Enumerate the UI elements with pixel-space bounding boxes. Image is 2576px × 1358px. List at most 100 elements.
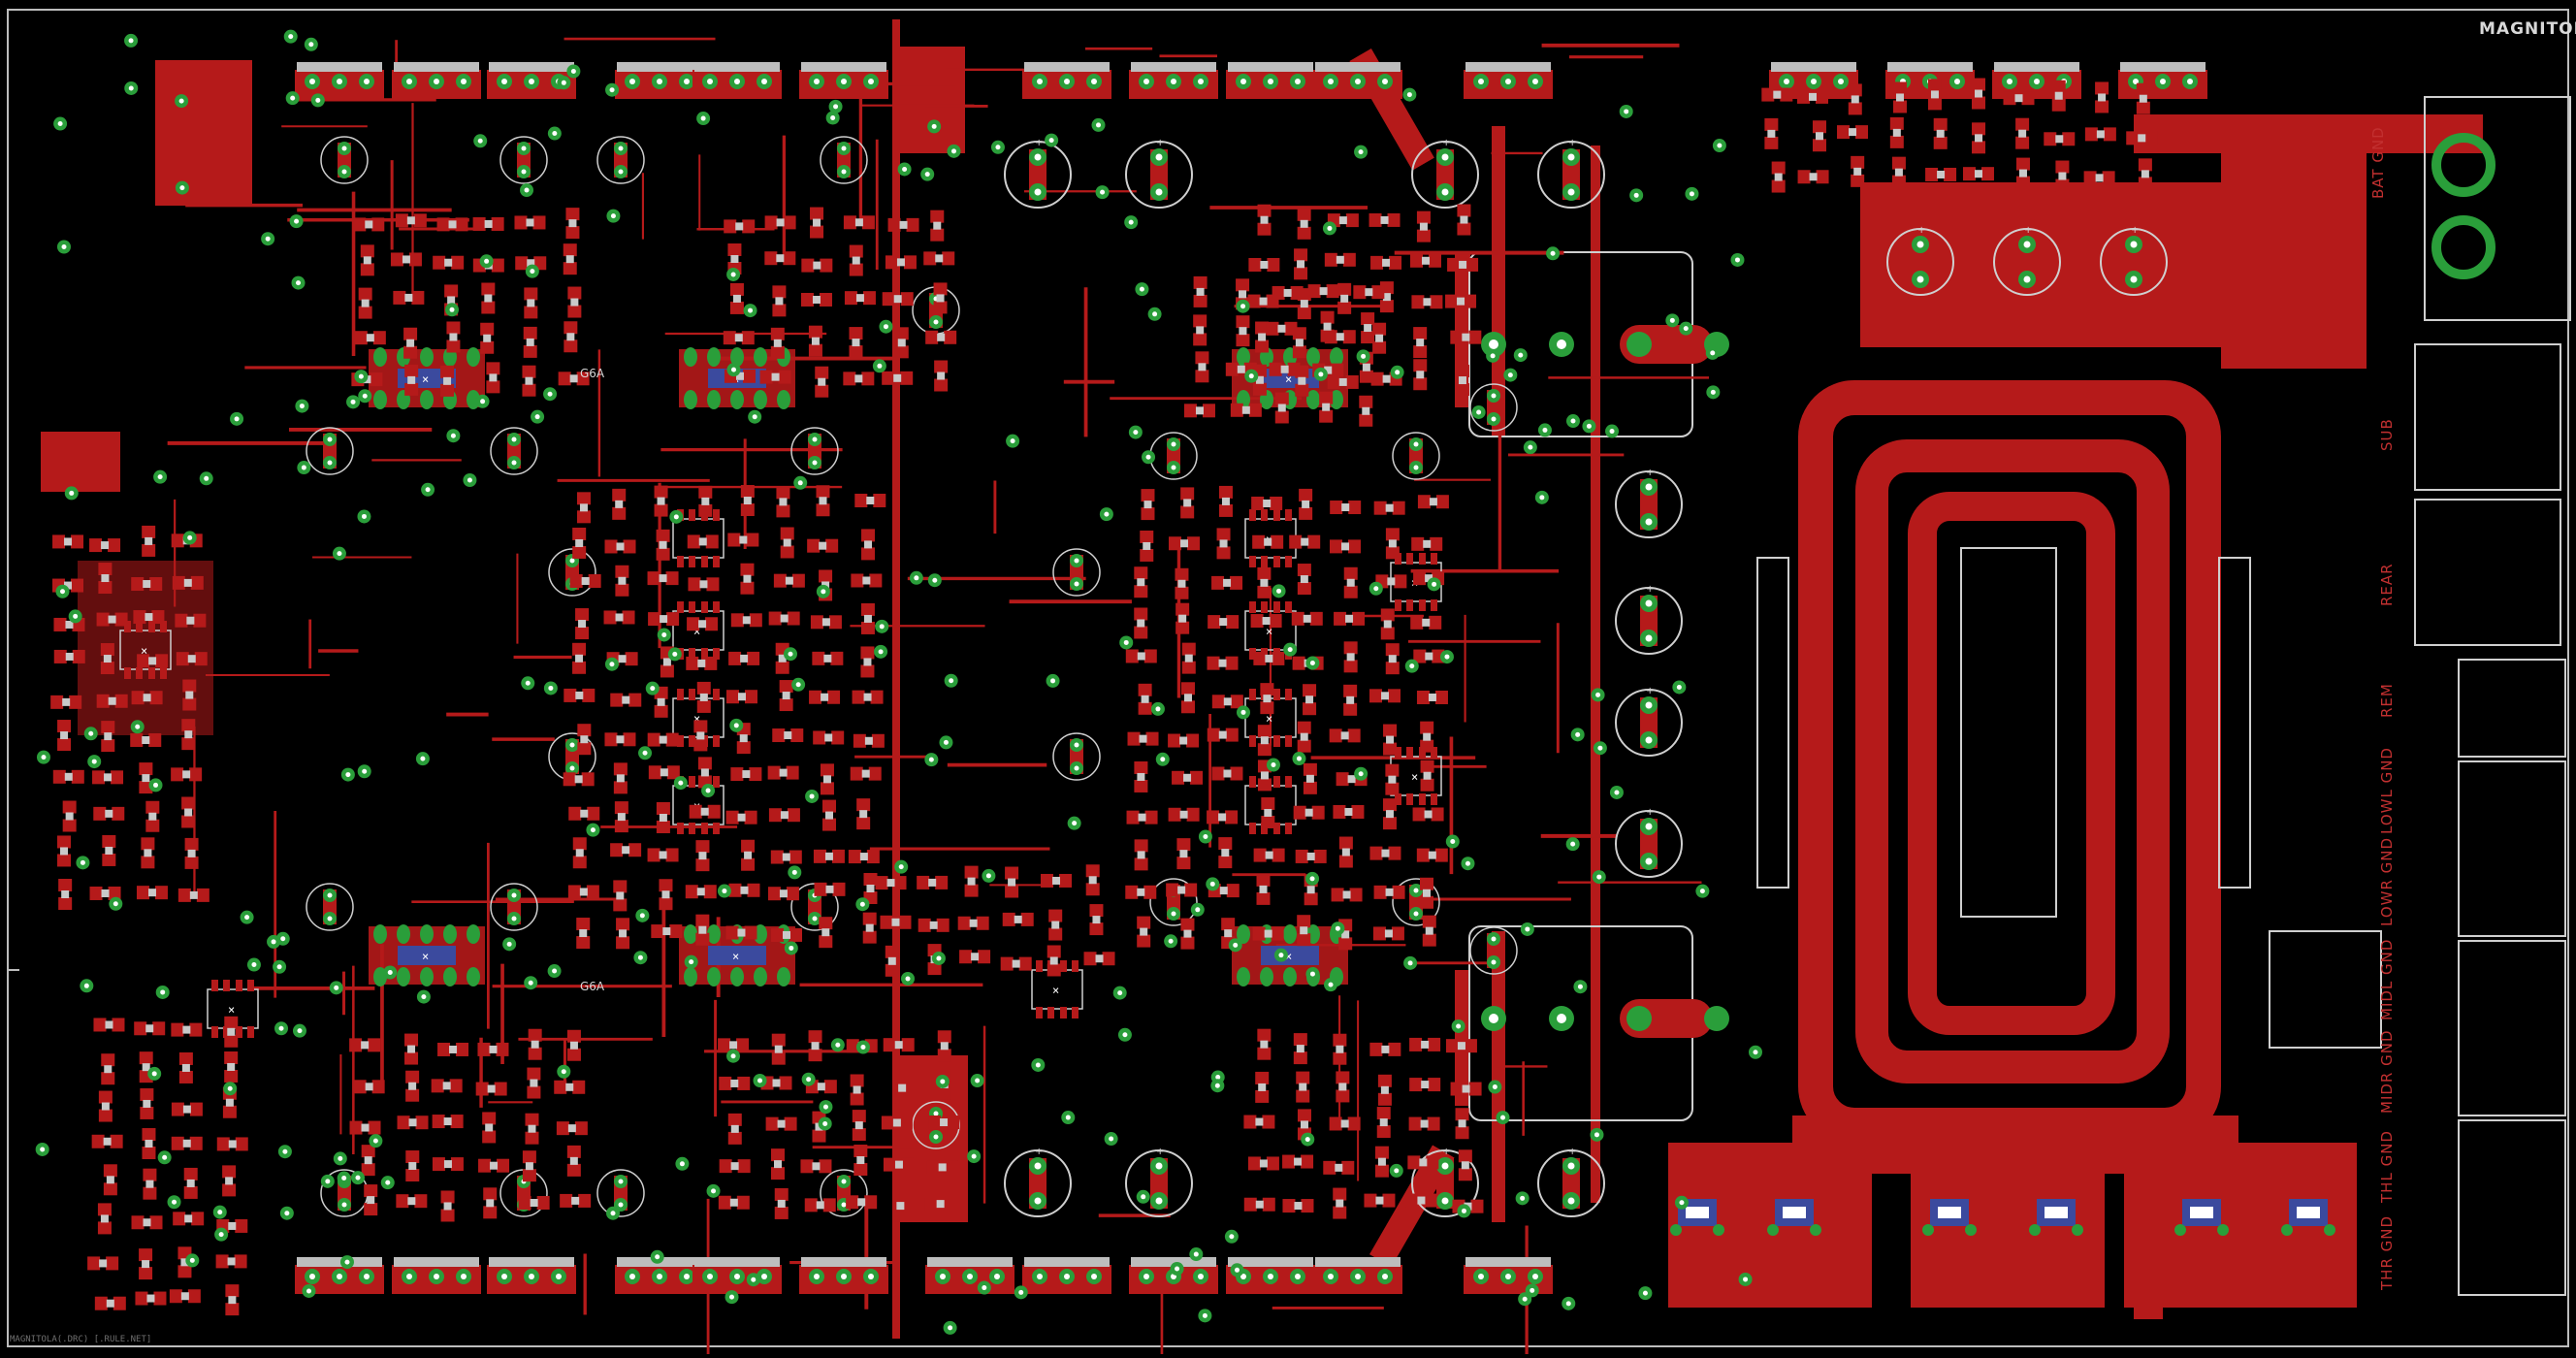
smd-component <box>1193 275 1208 307</box>
smd-component <box>1000 956 1032 971</box>
via-pad <box>1523 440 1537 455</box>
smd-component <box>432 1115 464 1129</box>
via-pad <box>1496 1111 1510 1125</box>
via-pad <box>475 394 490 408</box>
via-pad <box>35 1142 49 1156</box>
via-pad <box>1273 948 1288 962</box>
smd-component <box>1343 566 1358 598</box>
smd-component <box>1294 248 1308 280</box>
smd-component <box>853 733 885 748</box>
smd-component <box>472 216 504 231</box>
smd-component <box>772 728 804 743</box>
via-pad <box>337 1171 351 1185</box>
smd-component <box>1168 733 1200 748</box>
smd-component <box>57 835 72 867</box>
via-pad <box>223 1082 238 1096</box>
via-pad <box>1520 922 1534 936</box>
smd-component <box>728 883 760 897</box>
via-pad <box>657 628 671 642</box>
connector-header <box>799 1257 888 1294</box>
connector-header <box>615 62 704 99</box>
smd-component <box>689 804 721 819</box>
via-pad <box>502 937 517 952</box>
via-pad <box>830 1038 845 1052</box>
via-pad <box>1124 215 1139 230</box>
smd-component <box>1289 534 1321 549</box>
smd-component <box>1181 642 1196 674</box>
smd-component <box>576 918 591 950</box>
via-pad <box>566 64 581 79</box>
connector-header <box>925 1257 1014 1294</box>
smd-component <box>776 486 790 518</box>
via-pad <box>944 673 958 688</box>
smd-component <box>437 1042 469 1056</box>
smd-component <box>1002 912 1034 926</box>
smd-component <box>215 1254 247 1269</box>
label-rear: REAR <box>2378 563 2396 606</box>
connector-header <box>1022 1257 1111 1294</box>
electrolytic-capacitor <box>1615 467 1683 538</box>
smd-component <box>719 1076 751 1090</box>
via-pad <box>669 509 684 524</box>
smd-component <box>774 1187 789 1219</box>
via-pad <box>1236 299 1250 313</box>
smd-component <box>1361 312 1375 344</box>
smd-component <box>1291 611 1323 626</box>
via-pad <box>543 387 558 402</box>
via-pad <box>358 389 372 404</box>
smd-component <box>862 912 877 944</box>
via-pad <box>1099 507 1113 522</box>
smd-component <box>1257 1028 1272 1060</box>
via-pad <box>1244 369 1259 383</box>
via-pad <box>920 167 935 181</box>
via-pad <box>684 954 698 969</box>
smd-component <box>524 287 538 319</box>
smd-component <box>765 1116 797 1131</box>
smd-component <box>1837 125 1869 140</box>
smd-component <box>353 1080 385 1094</box>
via-pad <box>55 584 70 598</box>
smd-component <box>808 1030 822 1062</box>
via-pad <box>947 144 961 158</box>
smd-component <box>613 762 628 794</box>
via-pad <box>1565 414 1580 429</box>
via-pad <box>1142 450 1156 465</box>
via-pad <box>696 112 711 126</box>
via-pad <box>277 1145 292 1159</box>
smd-component <box>1134 566 1148 598</box>
via-pad <box>297 461 311 475</box>
smd-component <box>1329 1116 1361 1131</box>
via-pad <box>724 1290 739 1305</box>
smd-component <box>171 1022 203 1037</box>
smd-component <box>770 850 802 864</box>
via-pad <box>240 910 254 924</box>
smd-component <box>93 806 125 821</box>
smd-component <box>1383 724 1398 756</box>
via-pad <box>604 657 619 671</box>
via-pad <box>357 764 371 779</box>
via-pad <box>1095 185 1110 200</box>
smd-component <box>134 1021 166 1036</box>
smd-component <box>1127 731 1159 746</box>
trimmer-potentiometer <box>1767 1191 1821 1236</box>
via-pad <box>943 1320 957 1335</box>
smd-component <box>1385 643 1400 675</box>
via-pad <box>706 1183 721 1198</box>
smd-component <box>1176 838 1191 870</box>
smd-component <box>1251 496 1283 510</box>
via-pad <box>1461 857 1475 871</box>
smd-component <box>767 765 799 780</box>
smd-component <box>917 875 949 889</box>
smd-component <box>139 1248 153 1280</box>
via-pad <box>182 531 197 545</box>
via-pad <box>1573 980 1588 994</box>
smd-component <box>97 1203 112 1235</box>
smd-component <box>1771 161 1786 193</box>
via-pad <box>1224 1229 1239 1244</box>
smd-component <box>1141 489 1155 521</box>
smd-component <box>1380 608 1395 640</box>
smd-component <box>1409 1078 1441 1092</box>
via-pad <box>1695 884 1710 898</box>
via-pad <box>1609 785 1624 799</box>
smd-component <box>727 533 759 547</box>
